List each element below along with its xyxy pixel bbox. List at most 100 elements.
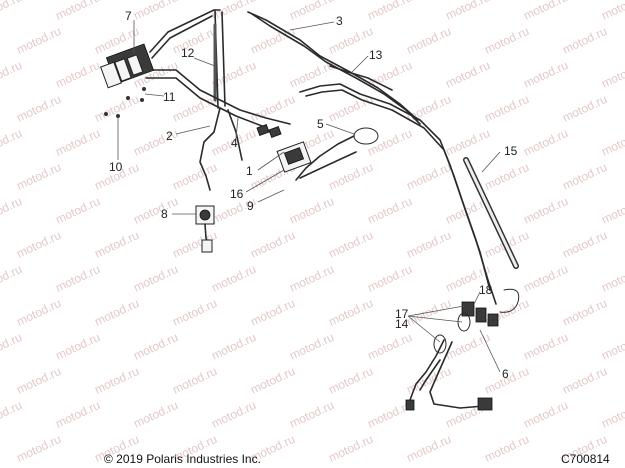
watermark-text: motod.ru xyxy=(521,126,570,159)
watermark-text: motod.ru xyxy=(326,432,375,465)
watermark-text: motod.ru xyxy=(287,194,336,227)
watermark-text: motod.ru xyxy=(131,0,180,23)
callout-9: 9 xyxy=(247,199,254,213)
watermark-text: motod.ru xyxy=(92,228,141,261)
watermark-text: motod.ru xyxy=(443,126,492,159)
watermark-text: motod.ru xyxy=(131,398,180,431)
watermark-text: motod.ru xyxy=(170,24,219,57)
watermark-text: motod.ru xyxy=(0,262,24,295)
main-harness xyxy=(139,9,497,409)
callout-6: 6 xyxy=(502,367,509,381)
watermark-text: motod.ru xyxy=(560,228,609,261)
callout-14: 14 xyxy=(395,317,409,331)
watermark-text: motod.ru xyxy=(92,364,141,397)
watermark-text: motod.ru xyxy=(170,296,219,329)
watermark-text: motod.ru xyxy=(365,194,414,227)
watermark-text: motod.ru xyxy=(560,364,609,397)
watermark-text: motod.ru xyxy=(482,92,531,125)
watermark-text: motod.ru xyxy=(0,126,24,159)
watermark-text: motod.ru xyxy=(443,58,492,91)
sensor-8 xyxy=(195,205,215,253)
watermark-text: motod.ru xyxy=(326,364,375,397)
watermark-text: motod.ru xyxy=(53,262,102,295)
watermark-text: motod.ru xyxy=(53,398,102,431)
callout-8: 8 xyxy=(161,207,168,221)
watermark-text: motod.ru xyxy=(599,330,625,363)
watermark-text: motod.ru xyxy=(14,24,63,57)
callout-11: 11 xyxy=(163,90,176,104)
watermark-text: motod.ru xyxy=(326,228,375,261)
watermark-text: motod.ru xyxy=(404,24,453,57)
watermark-text: motod.ru xyxy=(14,432,63,465)
watermark-text: motod.ru xyxy=(131,194,180,227)
watermark-text: motod.ru xyxy=(14,160,63,193)
watermark-text: motod.ru xyxy=(248,364,297,397)
callout-15: 15 xyxy=(504,144,518,158)
watermark-text: motod.ru xyxy=(326,160,375,193)
watermark-text: motod.ru xyxy=(521,398,570,431)
watermark-text: motod.ru xyxy=(53,330,102,363)
watermark-text: motod.ru xyxy=(14,296,63,329)
watermark-text: motod.ru xyxy=(482,160,531,193)
callout-10: 10 xyxy=(109,160,123,174)
ecu-16 xyxy=(276,141,312,173)
watermark-text: motod.ru xyxy=(131,330,180,363)
watermark-text: motod.ru xyxy=(443,0,492,23)
screws-10-11 xyxy=(104,87,146,118)
watermark-text: motod.ru xyxy=(131,126,180,159)
lower-connectors-6 xyxy=(405,397,493,411)
watermark-text: motod.ru xyxy=(287,330,336,363)
watermark-text: motod.ru xyxy=(0,194,24,227)
sleeve-15 xyxy=(463,157,519,269)
watermark-text: motod.ru xyxy=(0,330,24,363)
callout-1: 1 xyxy=(246,164,253,178)
watermark-text: motod.ru xyxy=(521,58,570,91)
watermark-text: motod.ru xyxy=(365,0,414,23)
watermark-text: motod.ru xyxy=(170,92,219,125)
callout-16: 16 xyxy=(230,187,244,201)
watermark-text: motod.ru xyxy=(404,432,453,465)
watermark-text: motod.ru xyxy=(53,0,102,23)
watermark-text: motod.ru xyxy=(404,160,453,193)
watermark-text: motod.ru xyxy=(599,262,625,295)
watermark-text: motod.ru xyxy=(92,296,141,329)
watermark-text: motod.ru xyxy=(287,0,336,23)
watermark-text: motod.ru xyxy=(170,160,219,193)
watermark-text: motod.ru xyxy=(209,398,258,431)
callouts: 7 3 12 13 11 5 2 4 15 10 1 16 9 8 18 17 … xyxy=(109,9,518,381)
callout-17: 17 xyxy=(395,307,409,321)
watermark-text: motod.ru xyxy=(14,364,63,397)
watermark-text: motod.ru xyxy=(287,262,336,295)
watermark-text: motod.ru xyxy=(170,364,219,397)
watermark-text: motod.ru xyxy=(0,0,24,23)
watermark-text: motod.ru xyxy=(365,262,414,295)
watermark-text: motod.ru xyxy=(599,194,625,227)
watermark-text: motod.ru xyxy=(365,330,414,363)
watermark-text: motod.ru xyxy=(14,92,63,125)
watermark-text: motod.ru xyxy=(287,398,336,431)
watermark-text: motod.ru xyxy=(248,296,297,329)
watermark-text: motod.ru xyxy=(248,228,297,261)
watermark-text: motod.ru xyxy=(521,194,570,227)
watermark-text: motod.ru xyxy=(14,228,63,261)
module-7 xyxy=(100,43,155,89)
watermark-text: motod.ru xyxy=(599,58,625,91)
watermark-text: motod.ru xyxy=(560,160,609,193)
watermark-text: motod.ru xyxy=(404,228,453,261)
watermark-text: motod.ru xyxy=(521,330,570,363)
watermark-text: motod.ru xyxy=(131,262,180,295)
watermark-text: motod.ru xyxy=(482,24,531,57)
watermark-text: motod.ru xyxy=(326,24,375,57)
callout-18: 18 xyxy=(479,283,493,297)
watermark-text: motod.ru xyxy=(599,126,625,159)
callout-12: 12 xyxy=(181,46,195,60)
watermark-text: motod.ru xyxy=(209,0,258,23)
watermark-text: motod.ru xyxy=(53,194,102,227)
copyright-text: © 2019 Polaris Industries Inc. xyxy=(104,452,261,466)
watermark-text: motod.ru xyxy=(599,398,625,431)
watermark-text: motod.ru xyxy=(482,432,531,465)
watermark-text: motod.ru xyxy=(521,0,570,23)
watermark-text: motod.ru xyxy=(599,0,625,23)
